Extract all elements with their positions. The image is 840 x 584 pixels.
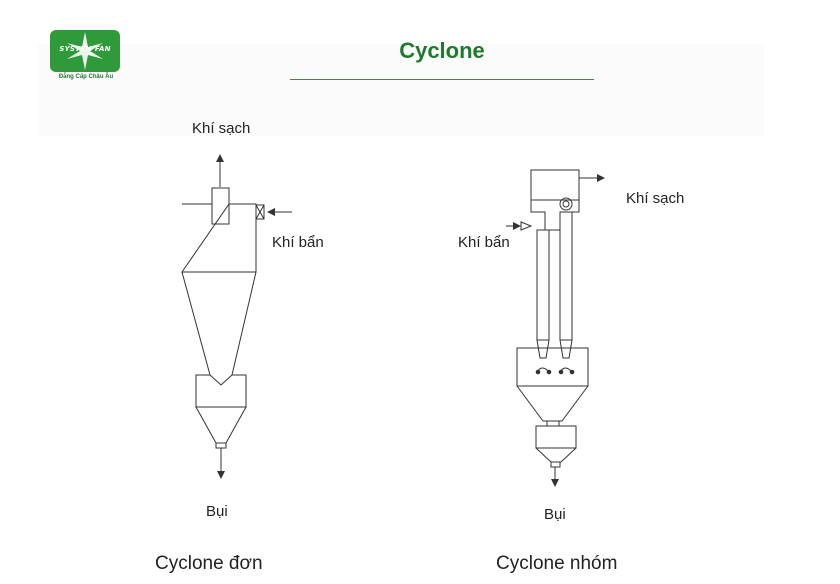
single-cyclone-diagram [181, 154, 292, 479]
single-hopper [195, 374, 247, 408]
group-dust-label: Bụi [544, 506, 566, 523]
page-title: Cyclone [399, 38, 485, 63]
single-valve [215, 442, 227, 449]
group-cyclone-diagram [506, 169, 605, 487]
logo-brand: SYSTEM FAN [59, 45, 111, 53]
single-hopper-cone [195, 406, 247, 444]
group-dirty-gas-label: Khí bẩn [458, 234, 510, 251]
title-divider [290, 79, 594, 80]
single-caption: Cyclone đơn [155, 553, 263, 574]
single-dirty-gas-label: Khí bẩn [272, 234, 324, 251]
group-manifold [530, 200, 580, 231]
group-lower-hopper [535, 425, 577, 449]
group-cyclone-tube-left [536, 229, 550, 341]
group-cyclone-tube-right [559, 211, 573, 341]
group-inlet-nozzle [520, 221, 533, 231]
group-hopper-box [516, 347, 589, 387]
logo-badge: SYSTEM FAN [50, 30, 120, 72]
group-clean-gas-label: Khí sạch [626, 190, 685, 207]
single-inlet-box [255, 204, 265, 220]
header-band [38, 44, 764, 136]
single-cone [181, 271, 257, 376]
single-outlet-pipe [211, 187, 230, 225]
logo-tagline: Đẳng Cấp Châu Âu [58, 74, 114, 80]
group-top-header [530, 169, 580, 201]
group-valve [550, 461, 561, 468]
single-clean-gas-label: Khí sạch [192, 120, 251, 137]
starburst-icon [67, 32, 103, 70]
single-dust-label: Bụi [206, 503, 228, 520]
group-hopper-cone [516, 385, 589, 422]
group-caption: Cyclone nhóm [496, 553, 618, 574]
company-logo[interactable]: SYSTEM FAN Đẳng Cấp Châu Âu [48, 30, 124, 86]
